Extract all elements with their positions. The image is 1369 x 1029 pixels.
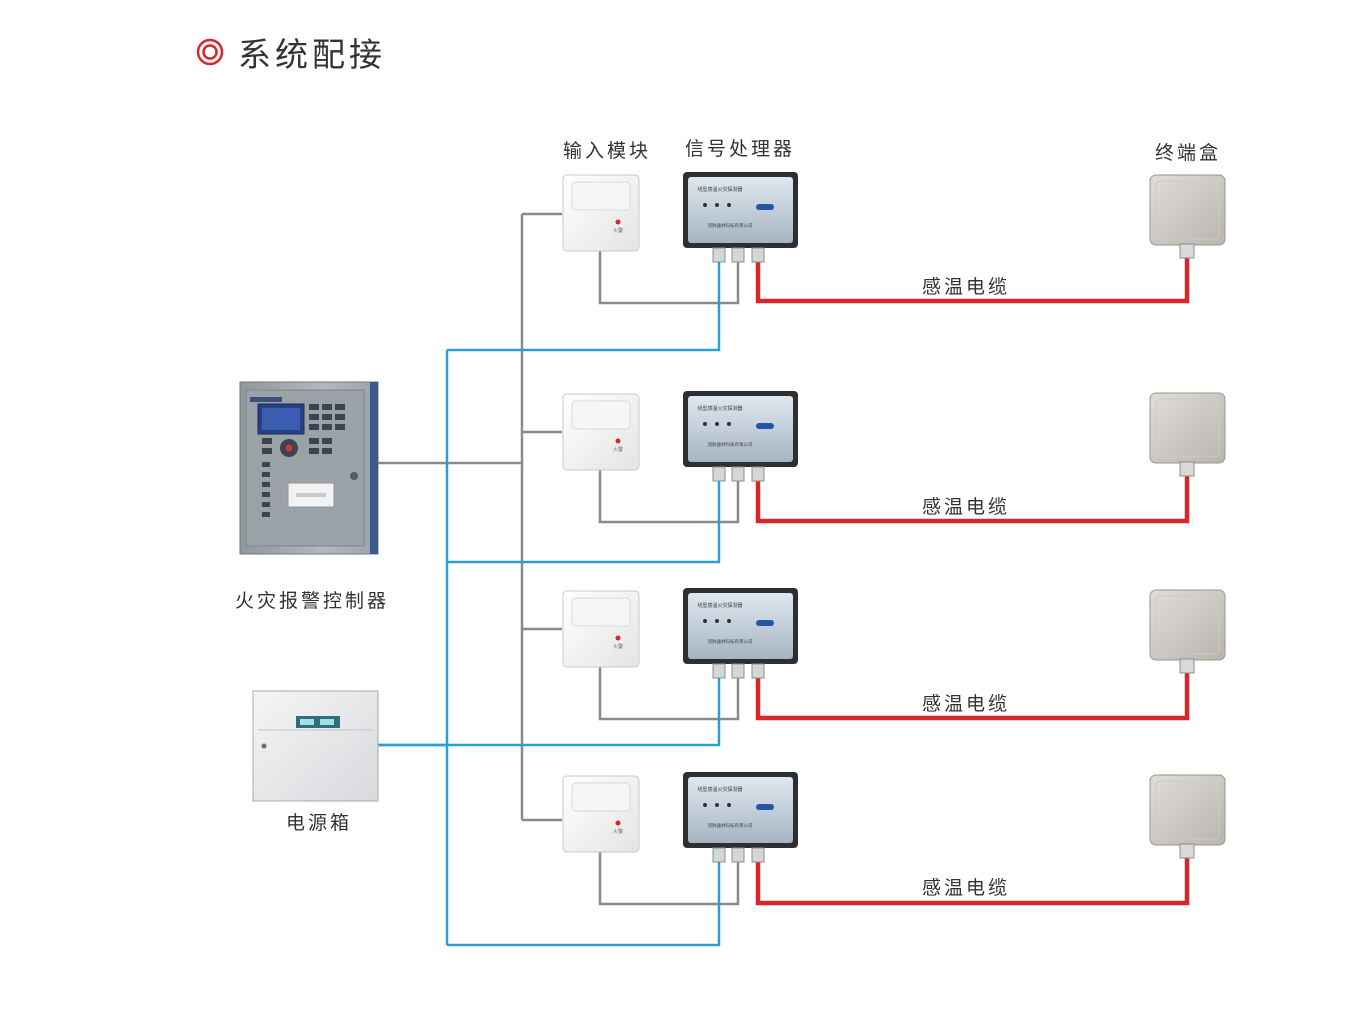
signal-processor-device: 线型感温火灾探测器 消防器材科技有限公司 [683, 772, 798, 863]
red-heat-cable [755, 470, 1190, 524]
branch-2 [447, 470, 1190, 564]
gray-signal-trunk [378, 212, 562, 822]
blue-power-link [447, 262, 721, 352]
branch-1 [447, 250, 1190, 352]
branch-4 [447, 851, 1190, 947]
input-module-label: 输入模块 [563, 140, 652, 162]
fire-alarm-controller-label: 火灾报警控制器 [235, 590, 390, 612]
heat-cable-label: 感温电缆 [922, 693, 1011, 715]
input-module-device: 火警 [562, 174, 640, 252]
svg-text:消防器材科技有限公司: 消防器材科技有限公司 [708, 822, 753, 829]
signal-processor-device: 线型感温火灾探测器 消防器材科技有限公司 [683, 391, 798, 482]
input-module-device: 火警 [562, 393, 640, 471]
power-box-label: 电源箱 [286, 812, 353, 834]
page-title: 系统配接 [196, 30, 386, 74]
svg-text:消防器材科技有限公司: 消防器材科技有限公司 [708, 441, 753, 448]
blue-power-trunk [378, 350, 449, 945]
terminal-box-device [1149, 174, 1226, 259]
gray-module-link [598, 251, 740, 305]
power-box-device [252, 690, 379, 802]
heat-cable-label: 感温电缆 [922, 496, 1011, 518]
svg-text:火警: 火警 [613, 828, 623, 835]
red-heat-cable [755, 851, 1190, 906]
signal-processor-device: 线型感温火灾探测器 消防器材科技有限公司 [683, 588, 798, 679]
svg-text:火警: 火警 [613, 643, 623, 650]
terminal-box-device [1149, 589, 1226, 674]
input-module-device: 火警 [562, 590, 640, 668]
svg-text:线型感温火灾探测器: 线型感温火灾探测器 [697, 186, 742, 193]
blue-power-link [378, 675, 721, 747]
svg-text:火警: 火警 [613, 227, 623, 234]
svg-text:消防器材科技有限公司: 消防器材科技有限公司 [708, 222, 753, 229]
terminal-box-device [1149, 392, 1226, 477]
blue-power-link [447, 860, 721, 947]
svg-text:线型感温火灾探测器: 线型感温火灾探测器 [697, 602, 742, 609]
svg-text:线型感温火灾探测器: 线型感温火灾探测器 [697, 405, 742, 412]
terminal-box-label: 终端盒 [1155, 142, 1222, 164]
double-circle-icon [196, 38, 224, 66]
gray-module-link [598, 470, 740, 524]
blue-power-link [447, 478, 721, 564]
input-module-device: 火警 [562, 775, 640, 853]
signal-processor-device: 线型感温火灾探测器 消防器材科技有限公司 [683, 172, 798, 263]
signal-processor-label: 信号处理器 [685, 138, 796, 160]
branch-3 [378, 667, 1190, 747]
heat-cable-label: 感温电缆 [922, 877, 1011, 899]
terminal-box-device [1149, 774, 1226, 859]
svg-text:消防器材科技有限公司: 消防器材科技有限公司 [708, 638, 753, 645]
heat-cable-label: 感温电缆 [922, 276, 1011, 298]
red-heat-cable [755, 250, 1190, 304]
fire-alarm-controller-device [239, 381, 379, 555]
red-heat-cable [755, 668, 1190, 721]
svg-text:线型感温火灾探测器: 线型感温火灾探测器 [697, 786, 742, 793]
page-title-text: 系统配接 [238, 35, 386, 74]
gray-module-link [598, 667, 740, 721]
svg-text:火警: 火警 [613, 446, 623, 453]
gray-module-link [598, 852, 740, 906]
